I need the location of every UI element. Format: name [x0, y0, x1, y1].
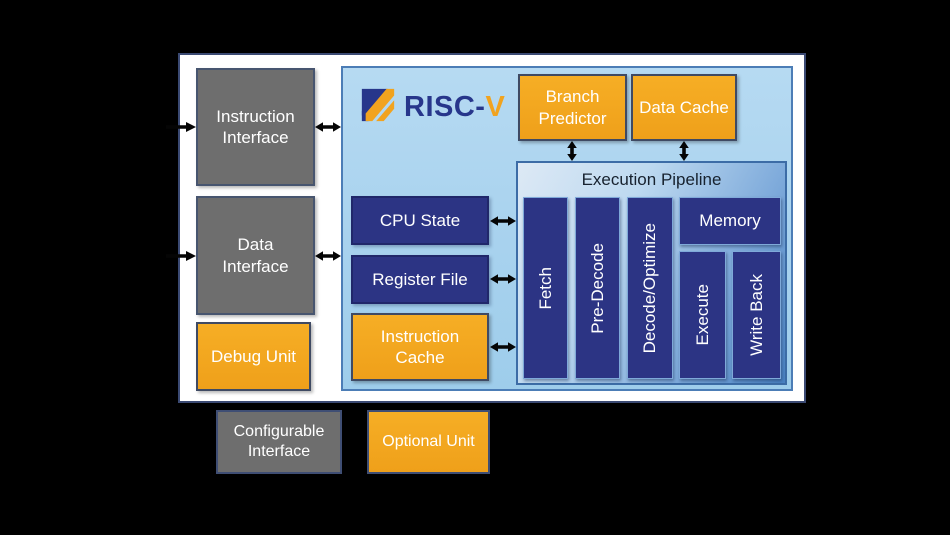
write-back-label: Write Back [746, 274, 766, 356]
data-interface-block: Data Interface [196, 196, 315, 315]
logo-sep-text: - [475, 90, 486, 123]
register-file-label: Register File [372, 269, 468, 289]
pipeline-stage-fetch: Fetch [523, 197, 568, 379]
risc-v-logo-icon [359, 86, 397, 129]
execution-pipeline-title: Execution Pipeline [581, 170, 722, 189]
memory-label: Memory [699, 211, 761, 230]
arrow-instruction-interface-core [315, 121, 341, 133]
branch-predictor-label: Branch Predictor [538, 87, 607, 128]
branch-predictor-block: Branch Predictor [518, 74, 627, 141]
arrow-branch-predictor-pipeline [566, 141, 578, 161]
pre-decode-label: Pre-Decode [587, 242, 607, 334]
arrow-register-file-pipeline [490, 273, 516, 285]
fetch-label: Fetch [535, 266, 555, 310]
arrow-cpu-state-pipeline [490, 215, 516, 227]
data-interface-label: Data Interface [222, 235, 289, 276]
instruction-cache-label: Instruction Cache [380, 326, 460, 367]
instruction-cache-block: Instruction Cache [351, 313, 489, 381]
instruction-interface-block: Instruction Interface [196, 68, 315, 186]
execute-label: Execute [692, 284, 712, 346]
debug-unit-label: Debug Unit [210, 346, 297, 366]
logo-risc-text: RISC [404, 90, 476, 123]
debug-unit-block: Debug Unit [196, 322, 311, 391]
data-cache-label: Data Cache [639, 97, 729, 117]
arrow-instruction-cache-pipeline [490, 341, 516, 353]
legend-optional-unit-label: Optional Unit [382, 433, 475, 450]
decode-optimize-label: Decode/Optimize [640, 222, 659, 354]
pipeline-stage-pre-decode: Pre-Decode [575, 197, 620, 379]
pipeline-stage-memory: Memory [679, 197, 781, 245]
logo-v-text: V [485, 90, 506, 123]
risc-v-logo-text: RISC-V [404, 91, 505, 124]
arrow-data-interface-core [315, 250, 341, 262]
pipeline-stage-write-back: Write Back [732, 251, 781, 379]
register-file-block: Register File [351, 255, 489, 304]
legend-configurable-interface: Configurable Interface [216, 410, 342, 474]
instruction-interface-label: Instruction Interface [216, 106, 295, 147]
cpu-state-label: CPU State [379, 210, 461, 230]
data-cache-block: Data Cache [631, 74, 737, 141]
legend-configurable-interface-label: Configurable Interface [233, 423, 325, 460]
arrow-external-to-data-interface [166, 250, 196, 262]
legend-optional-unit: Optional Unit [367, 410, 490, 474]
arrow-data-cache-pipeline [678, 141, 690, 161]
cpu-state-block: CPU State [351, 196, 489, 245]
pipeline-stage-decode-optimize: Decode/Optimize [627, 197, 673, 379]
arrow-external-to-instruction-interface [166, 121, 196, 133]
risc-v-logo: RISC-V [359, 87, 505, 127]
pipeline-stage-execute: Execute [679, 251, 726, 379]
